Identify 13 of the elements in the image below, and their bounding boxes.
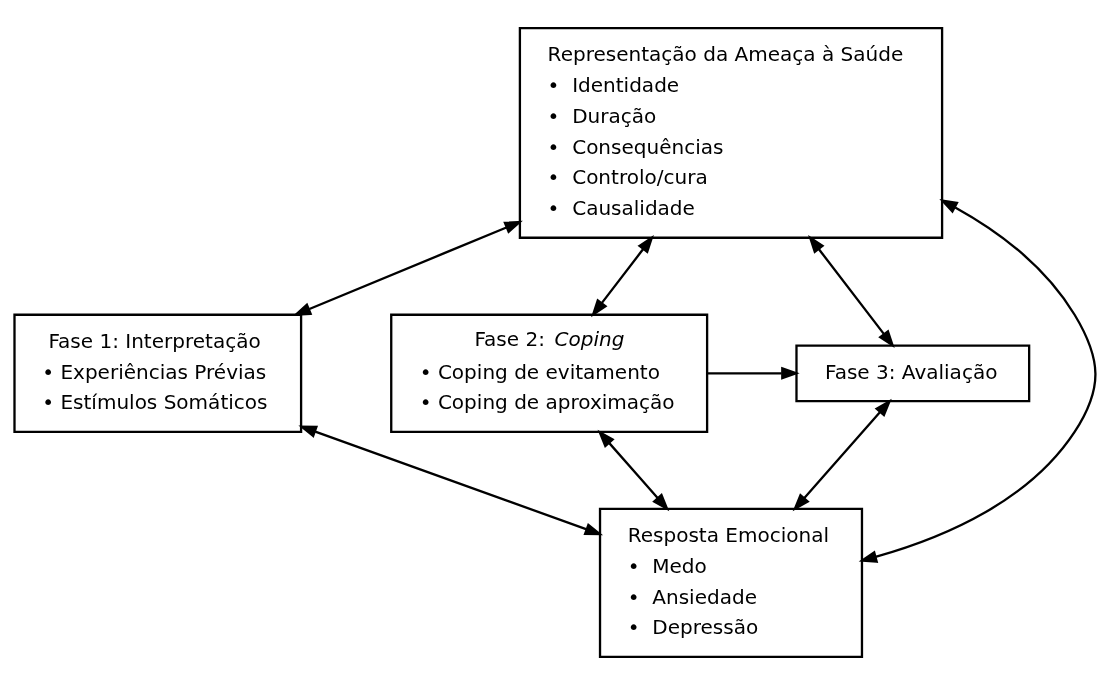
arrow [298,425,604,535]
arrow [858,198,1097,563]
node-box: Fase 3: Avaliação [795,343,1031,402]
node-box: Resposta Emocional • Medo • Ansiedade • Depressão [598,507,864,658]
node-box: Fase 1: Interpretação • Experiências Prévias • Estímulos Somáticos [13,313,303,433]
arrow [808,234,895,348]
arrow [792,398,892,511]
arrow [591,234,654,317]
arrow [292,220,523,316]
node-box: Representação da Ameaça à Saúde • Identidade • Duração • Consequências • Controlo/cura • Causalidade [518,26,944,239]
arrow [707,366,800,380]
arrow [597,429,670,511]
node-box: Fase 2: Coping • Coping de evitamento • Coping de aproximação [390,313,709,433]
